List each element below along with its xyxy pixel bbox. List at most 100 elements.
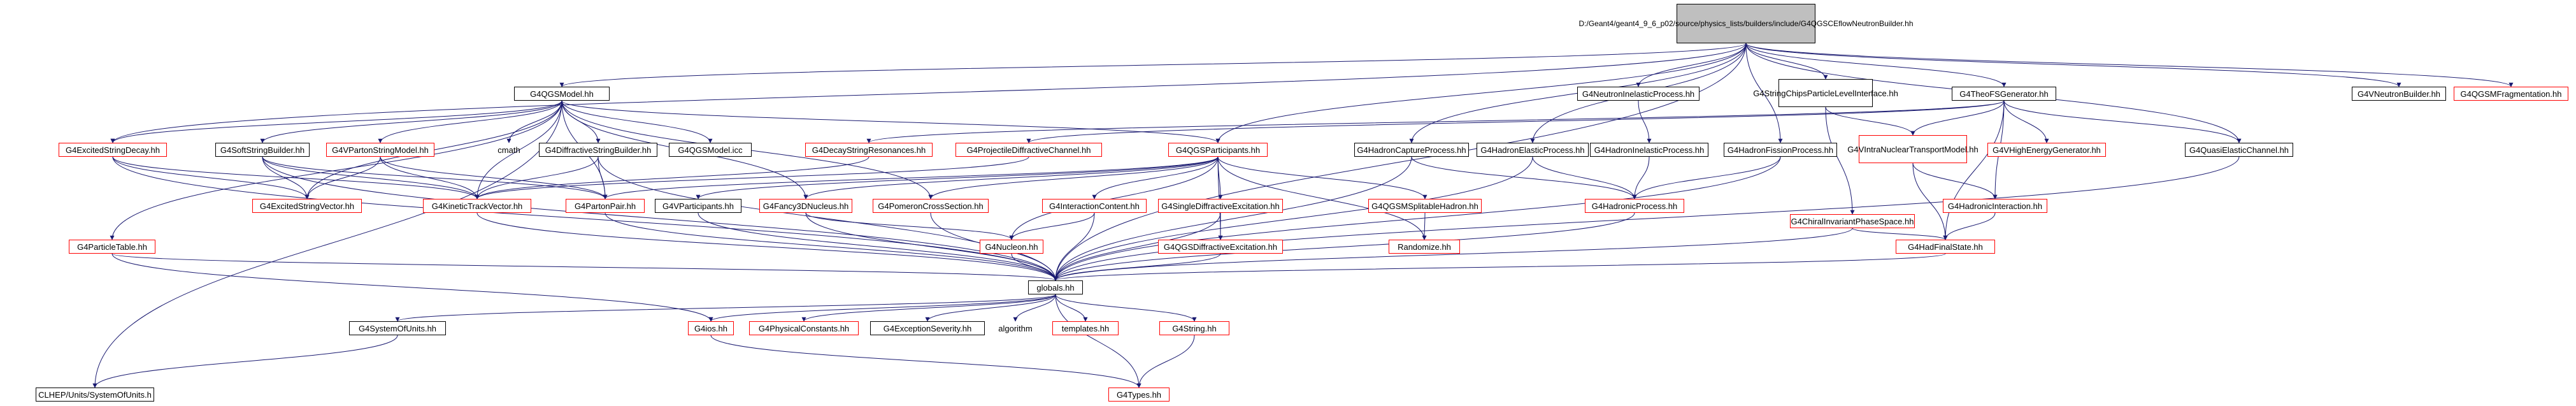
node-diffractive-string-builder[interactable]: G4DiffractiveStringBuilder.hh [539, 143, 657, 157]
node-hadron-capture-process[interactable]: G4HadronCaptureProcess.hh [1354, 143, 1469, 157]
edge-softstringbuilder-to-kinetictrack [262, 156, 480, 199]
edge-quasielastic-to-globals [1053, 156, 2240, 281]
node-qgsm-splitable-hadron[interactable]: G4QGSMSplitableHadron.hh [1368, 199, 1482, 213]
edge-hadronfission-to-hadronicprocess [1632, 156, 1781, 199]
edge-chiralinvariant-to-globals [1053, 228, 1853, 281]
node-g4types[interactable]: G4Types.hh [1108, 388, 1170, 402]
node-string-chips-interface[interactable]: G4StringChipsParticleLevelInterface.hh [1753, 79, 1898, 107]
node-parton-pair[interactable]: G4PartonPair.hh [566, 199, 645, 213]
node-interaction-content[interactable]: G4InteractionContent.hh [1042, 199, 1147, 213]
node-neutron-inelastic-process[interactable]: G4NeutronInelasticProcess.hh [1577, 87, 1699, 101]
edge-qgsmodel-to-qgsmodelicc [561, 100, 713, 143]
edge-g4string-to-g4types [1136, 335, 1195, 388]
edge-vpartonstringmodel-to-excitedstringvector [304, 156, 381, 199]
node-system-of-units[interactable]: G4SystemOfUnits.hh [349, 321, 446, 335]
node-v-intranuclear-transport-model[interactable]: G4VIntraNuclearTransportModel.hh [1847, 135, 1979, 163]
edge-g4ios-to-g4types [710, 335, 1141, 388]
node-soft-string-builder[interactable]: G4SoftStringBuilder.hh [215, 143, 310, 157]
node-hadronic-interaction[interactable]: G4HadronicInteraction.hh [1943, 199, 2047, 213]
node-excited-string-decay[interactable]: G4ExcitedStringDecay.hh [59, 143, 167, 157]
edge-hadronelastic-to-globals [1053, 156, 1533, 281]
edge-fancy3d-to-globals [805, 212, 1058, 281]
node-hadron-inelastic-process[interactable]: G4HadronInelasticProcess.hh [1590, 143, 1708, 157]
edge-qgsparticipants-to-randomize [1217, 156, 1427, 240]
edge-qgsmsplitable-to-randomize [1422, 212, 1427, 240]
edge-qgsparticipants-to-fancy3d [803, 156, 1219, 199]
node-particle-table[interactable]: G4ParticleTable.hh [69, 240, 155, 254]
node-v-parton-string-model[interactable]: G4VPartonStringModel.hh [326, 143, 434, 157]
node-qgs-participants[interactable]: G4QGSParticipants.hh [1168, 143, 1268, 157]
node-qgsmodel[interactable]: G4QGSModel.hh [514, 87, 610, 101]
node-g4string[interactable]: G4String.hh [1159, 321, 1229, 335]
node-v-participants[interactable]: G4VParticipants.hh [655, 199, 741, 213]
edge-hadroncapture-to-globals [1053, 156, 1412, 281]
node-excited-string-vector[interactable]: G4ExcitedStringVector.hh [252, 199, 362, 213]
edge-qgsmodel-to-particletable [110, 100, 562, 240]
node-chiral-invariant-phase-space[interactable]: G4ChiralInvariantPhaseSpace.hh [1790, 214, 1915, 228]
edge-qgsmodel-to-excitedstringvector [304, 100, 562, 199]
node-exception-severity[interactable]: G4ExceptionSeverity.hh [870, 321, 985, 335]
edge-hadroninelastic-to-hadronicprocess [1632, 156, 1650, 199]
edge-singlediff-to-globals [1053, 212, 1221, 281]
node-theo-fs-generator[interactable]: G4TheoFSGenerator.hh [1952, 87, 2056, 101]
node-hadron-fission-process[interactable]: G4HadronFissionProcess.hh [1724, 143, 1837, 157]
node-physical-constants[interactable]: G4PhysicalConstants.hh [749, 321, 859, 335]
edge-qgsparticipants-to-pomeron [928, 156, 1219, 199]
node-decay-string-resonances[interactable]: G4DecayStringResonances.hh [805, 143, 933, 157]
edge-fancy3d-to-nucleon [805, 212, 1014, 240]
node-v-neutron-builder[interactable]: G4VNeutronBuilder.hh [2352, 87, 2446, 101]
edge-qgsmodel-to-clhep [92, 100, 562, 388]
node-qgsmodel-icc[interactable]: G4QGSModel.icc [669, 143, 752, 157]
node-templates[interactable]: templates.hh [1052, 321, 1119, 335]
node-pomeron-cross-section[interactable]: G4PomeronCrossSection.hh [873, 199, 989, 213]
node-nucleon[interactable]: G4Nucleon.hh [980, 240, 1043, 254]
edge-theofs-to-quasielastic [2003, 100, 2242, 143]
edge-hadronicinteraction-to-hadfinalstate [1943, 212, 1996, 240]
node-qgsm-fragmentation[interactable]: G4QGSMFragmentation.hh [2454, 87, 2568, 101]
edge-qgsmodel-to-vpartonstringmodel [378, 100, 562, 143]
node-algorithm: algorithm [998, 323, 1033, 333]
edge-neutroninelastic-to-hadroninelastic [1638, 100, 1652, 143]
node-root-file[interactable]: D:/Geant4/geant4_9_6_p02/source/physics_… [1579, 4, 1914, 43]
node-quasi-elastic-channel[interactable]: G4QuasiElasticChannel.hh [2185, 143, 2293, 157]
edge-qgsparticipants-to-qgsmsplitable [1217, 156, 1428, 199]
edge-qgsmodel-to-qgsparticipants [561, 100, 1220, 143]
node-globals[interactable]: globals.hh [1028, 280, 1083, 294]
node-v-high-energy-generator[interactable]: G4VHighEnergyGenerator.hh [1987, 143, 2106, 157]
edge-vintranuclear-to-hadronicinteraction [1912, 163, 1998, 199]
edge-interactioncontent-to-globals [1053, 212, 1095, 281]
edge-root-to-qgsmodel [559, 43, 1747, 87]
edge-globals-to-systemofunits [395, 294, 1056, 322]
edge-root-to-excitedstringdecay [110, 43, 1747, 143]
node-randomize[interactable]: Randomize.hh [1389, 240, 1460, 254]
node-kinetic-track-vector[interactable]: G4KineticTrackVector.hh [423, 199, 531, 213]
edge-theofs-to-vintranuclear [1910, 100, 2005, 136]
edge-theofs-to-decaystring [866, 100, 2005, 143]
edge-theofs-to-vhighenergy [2003, 100, 2049, 143]
edge-root-to-stringchips [1745, 43, 1828, 80]
node-fancy3d-nucleus[interactable]: G4Fancy3DNucleus.hh [759, 199, 852, 213]
edge-interactioncontent-to-nucleon [1009, 212, 1095, 240]
edge-softstringbuilder-to-partonpair [262, 156, 608, 199]
edge-qgsmodel-to-softstringbuilder [260, 100, 562, 143]
node-projectile-diffractive-channel[interactable]: G4ProjectileDiffractiveChannel.hh [955, 143, 1102, 157]
edge-hadronfission-to-globals [1053, 156, 1781, 281]
edge-root-to-theofs [1745, 43, 2007, 87]
node-qgs-diffractive-excitation[interactable]: G4QGSDiffractiveExcitation.hh [1158, 240, 1283, 254]
edge-vpartonstringmodel-to-kinetictrack [380, 156, 480, 199]
node-hadron-elastic-process[interactable]: G4HadronElasticProcess.hh [1477, 143, 1589, 157]
edge-root-to-qgsmfragmentation [1745, 43, 2514, 87]
node-clhep-system-of-units[interactable]: CLHEP/Units/SystemOfUnits.h [36, 388, 154, 402]
node-g4ios[interactable]: G4ios.hh [688, 321, 734, 335]
edge-theofs-to-hadfinalstate [1943, 100, 2005, 240]
node-single-diffractive-excitation[interactable]: G4SingleDiffractiveExcitation.hh [1158, 199, 1283, 213]
edge-softstringbuilder-to-globals [262, 156, 1058, 281]
node-cmath: cmath [497, 145, 520, 155]
edge-globals-to-templates [1055, 294, 1088, 322]
node-had-final-state[interactable]: G4HadFinalState.hh [1896, 240, 1995, 254]
edge-decaystring-to-kinetictrack [475, 156, 869, 199]
edge-particletable-to-globals [111, 253, 1058, 281]
node-hadronic-process[interactable]: G4HadronicProcess.hh [1585, 199, 1684, 213]
edge-globals-to-g4string [1055, 294, 1197, 322]
